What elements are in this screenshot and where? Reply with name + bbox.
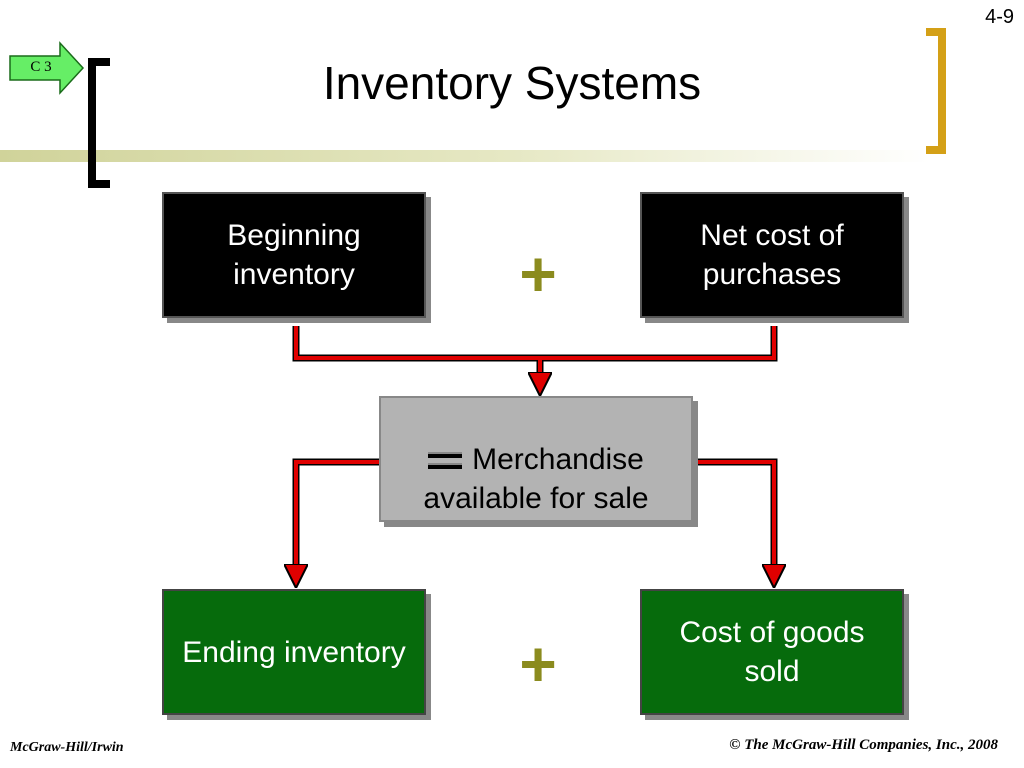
section-badge: C 3	[30, 59, 52, 75]
right-bracket	[926, 28, 946, 154]
plus-operator-top: +	[519, 238, 557, 310]
connector-top	[294, 326, 776, 360]
cost-of-goods-sold-box: Cost of goods sold	[640, 589, 904, 715]
title-bar	[0, 150, 930, 162]
connector-right	[696, 460, 774, 576]
merchandise-line-1: Merchandise	[428, 401, 644, 479]
merchandise-label: Merchandise	[472, 442, 644, 476]
ending-inventory-box: Ending inventory	[162, 589, 426, 715]
badge-arrow-icon	[9, 41, 85, 95]
net-cost-purchases-box: Net cost of purchases	[640, 192, 904, 318]
equals-icon	[428, 451, 463, 469]
slide-number: 4-9	[985, 6, 1014, 28]
plus-operator-bottom: +	[519, 628, 557, 700]
page-title: Inventory Systems	[322, 57, 702, 109]
footer-publisher: McGraw-Hill/Irwin	[10, 740, 124, 755]
merchandise-line-2: available for sale	[423, 481, 649, 515]
beginning-inventory-box: Beginning inventory	[162, 192, 426, 318]
header-decoration	[0, 28, 946, 188]
left-bracket	[88, 58, 110, 188]
connector-left	[296, 460, 380, 576]
merchandise-available-box: Merchandise available for sale	[379, 396, 693, 522]
footer-copyright: © The McGraw-Hill Companies, Inc., 2008	[729, 737, 998, 753]
